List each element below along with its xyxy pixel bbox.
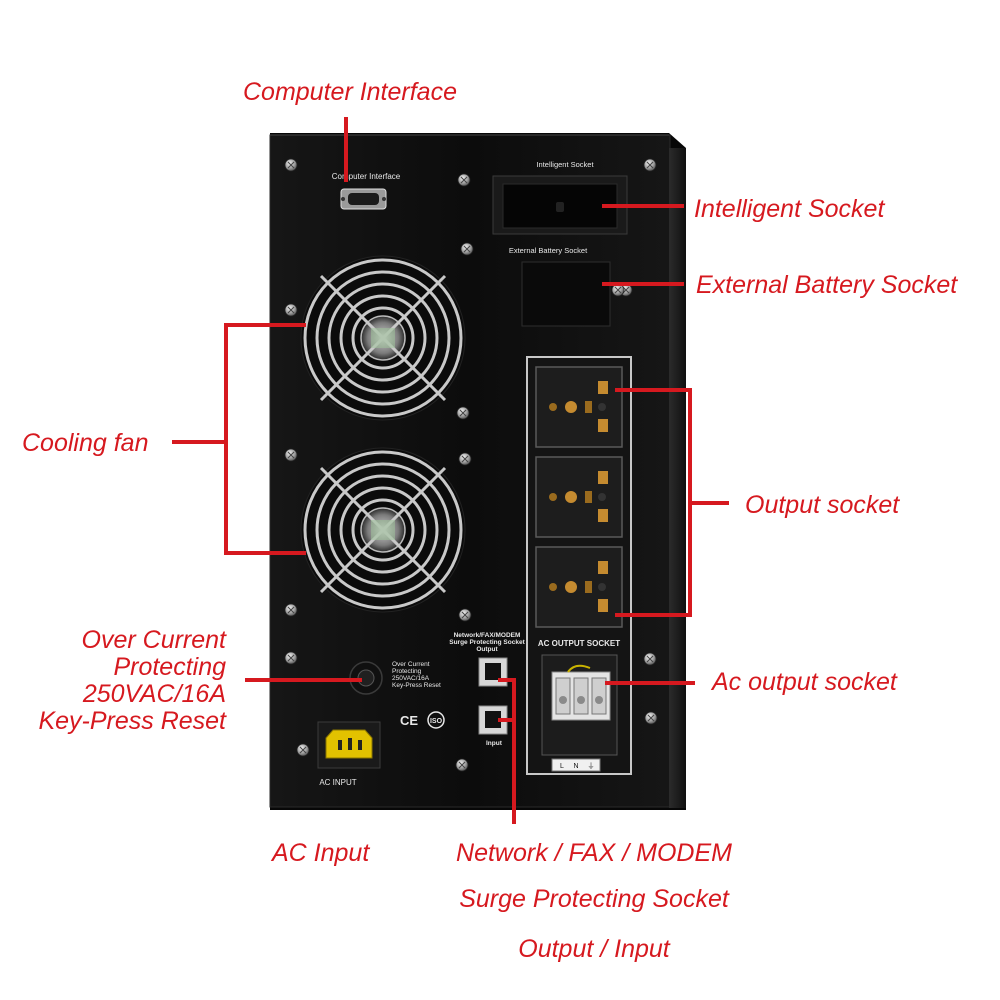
external-battery-socket[interactable]: External Battery Socket bbox=[509, 246, 611, 327]
leader-lines bbox=[172, 117, 729, 824]
certification-marks: CE ISO bbox=[400, 711, 445, 729]
svg-text:250VAC/16A: 250VAC/16A bbox=[392, 675, 430, 682]
panel-label-external-battery-socket: External Battery Socket bbox=[509, 246, 588, 255]
screw-icon bbox=[458, 452, 472, 466]
screw-icon bbox=[458, 608, 472, 622]
fan-grille-icon-lower bbox=[300, 447, 466, 613]
terminal-label-ground: ⏚ bbox=[588, 762, 595, 770]
callout-over-current-line-1: Over Current bbox=[81, 626, 226, 654]
screw-icon bbox=[457, 173, 471, 187]
callout-over-current-line-3: 250VAC/16A bbox=[82, 680, 226, 708]
network-surge-ports[interactable]: Network/FAX/MODEM Surge Protecting Socke… bbox=[449, 632, 525, 747]
callout-over-current-line-2: Protecting bbox=[113, 653, 226, 681]
chassis-screws bbox=[284, 158, 658, 772]
callout-surge-protecting-socket: Surge Protecting Socket bbox=[459, 885, 729, 913]
panel-label-network: Network/FAX/MODEM bbox=[454, 632, 521, 639]
callout-network-fax-modem: Network / FAX / MODEM bbox=[456, 839, 732, 867]
cooling-fans bbox=[300, 255, 466, 613]
screw-icon bbox=[284, 303, 298, 317]
panel-label-computer-interface: Computer Interface bbox=[332, 172, 401, 181]
callout-ac-output-socket: Ac output socket bbox=[712, 668, 897, 696]
terminal-label-l: L bbox=[560, 763, 564, 770]
output-socket-3[interactable] bbox=[535, 546, 623, 628]
iso-mark: ISO bbox=[430, 718, 443, 725]
screw-icon bbox=[643, 652, 657, 666]
screw-icon bbox=[296, 743, 310, 757]
panel-label-output: Output bbox=[476, 646, 498, 653]
screw-icon bbox=[284, 651, 298, 665]
callout-intelligent-socket: Intelligent Socket bbox=[694, 195, 885, 223]
output-socket-2[interactable] bbox=[535, 456, 623, 538]
svg-text:Key-Press Reset: Key-Press Reset bbox=[392, 682, 441, 689]
callout-ac-input: AC Input bbox=[272, 839, 370, 867]
panel-label-intelligent-socket: Intelligent Socket bbox=[536, 160, 594, 169]
screw-icon bbox=[644, 711, 658, 725]
screw-icon bbox=[456, 406, 470, 420]
callout-computer-interface: Computer Interface bbox=[243, 78, 457, 106]
panel-label-ac-output-socket: AC OUTPUT SOCKET bbox=[538, 639, 620, 648]
callout-over-current-line-4: Key-Press Reset bbox=[38, 707, 226, 735]
screw-icon bbox=[284, 158, 298, 172]
callout-cooling-fan: Cooling fan bbox=[22, 429, 149, 457]
leader-cooling-fan-bracket bbox=[224, 323, 306, 555]
panel-label-over-current: Over Current Protecting 250VAC/16A Key-P… bbox=[392, 661, 441, 689]
terminal-label-n: N bbox=[573, 763, 578, 770]
ac-output-terminal-block[interactable]: L N ⏚ bbox=[541, 654, 618, 772]
panel-label-surge: Surge Protecting Socket bbox=[449, 639, 525, 646]
screw-icon bbox=[455, 758, 469, 772]
callout-external-battery-socket: External Battery Socket bbox=[696, 271, 958, 299]
over-current-breaker[interactable] bbox=[349, 661, 383, 695]
screw-icon bbox=[284, 448, 298, 462]
screw-icon bbox=[284, 603, 298, 617]
callout-output-input: Output / Input bbox=[518, 935, 670, 963]
computer-interface-port[interactable]: Computer Interface bbox=[332, 172, 401, 210]
svg-text:Protecting: Protecting bbox=[392, 668, 422, 675]
callout-output-socket: Output socket bbox=[745, 491, 900, 519]
screw-icon bbox=[643, 158, 657, 172]
panel-label-input: Input bbox=[486, 740, 503, 747]
output-socket-1[interactable] bbox=[535, 366, 623, 448]
fan-grille-icon-upper bbox=[300, 255, 466, 421]
callout-over-current: Over Current Protecting 250VAC/16A Key-P… bbox=[10, 627, 226, 735]
intelligent-socket[interactable]: Intelligent Socket bbox=[492, 160, 628, 235]
screw-icon bbox=[460, 242, 474, 256]
svg-text:Over Current: Over Current bbox=[392, 661, 430, 668]
ce-mark: CE bbox=[400, 713, 418, 728]
panel-label-ac-input: AC INPUT bbox=[319, 778, 356, 787]
ac-input-socket[interactable]: AC INPUT bbox=[317, 721, 381, 787]
